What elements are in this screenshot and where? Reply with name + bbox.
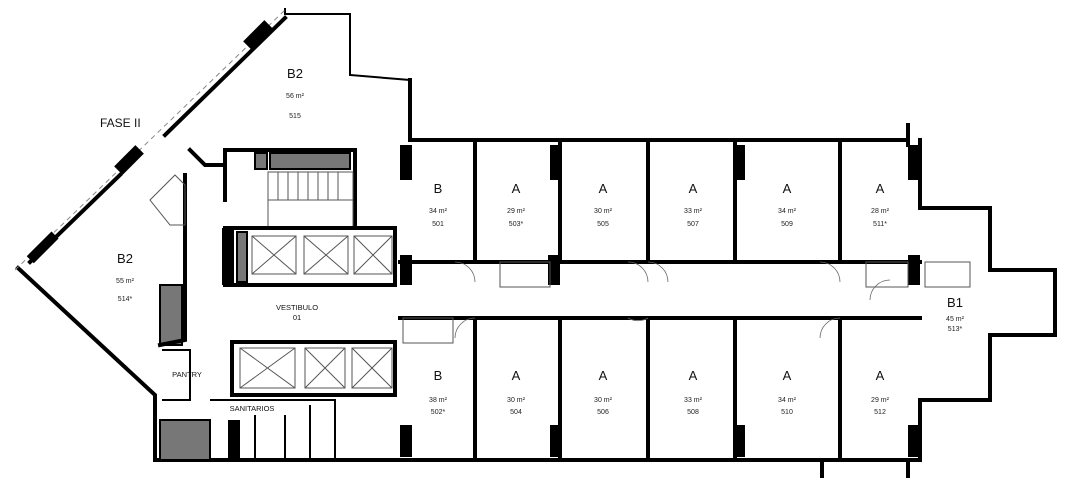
- interior-walls: [398, 138, 971, 462]
- unit-area: 34 m²: [778, 397, 797, 404]
- unit-type: A: [876, 181, 885, 196]
- unit-type: B2: [287, 66, 303, 81]
- unit-units_bottom-0: B 38 m² 502*: [429, 368, 448, 416]
- unit-type: A: [783, 181, 792, 196]
- unit-area: 45 m²: [946, 316, 965, 323]
- unit-units_bottom-1: A 30 m² 504: [507, 368, 526, 416]
- restrooms-label: SANITARIOS: [230, 404, 275, 413]
- unit-number: 515: [289, 113, 301, 120]
- unit-area: 30 m²: [594, 397, 613, 404]
- unit-area: 29 m²: [507, 208, 526, 215]
- unit-units_top-2: A 30 m² 505: [594, 181, 613, 228]
- unit-area: 33 m²: [684, 208, 703, 215]
- unit-number: 510: [781, 409, 793, 416]
- unit-area: 33 m²: [684, 397, 703, 404]
- unit-number: 504: [510, 409, 522, 416]
- unit-area: 30 m²: [594, 208, 613, 215]
- unit-number: 513*: [948, 326, 963, 333]
- unit-units_top-5: A 28 m² 511*: [871, 181, 890, 228]
- unit-units_top-1: A 29 m² 503*: [507, 181, 526, 228]
- unit-area: 30 m²: [507, 397, 526, 404]
- unit-number: 509: [781, 221, 793, 228]
- exterior-walls: [14, 8, 1057, 478]
- unit-units_top-0: B 34 m² 501: [429, 181, 448, 228]
- unit-units_other-0: B2 56 m² 515: [286, 66, 305, 120]
- unit-area: 55 m²: [116, 278, 135, 285]
- unit-area: 56 m²: [286, 93, 305, 100]
- unit-type: A: [599, 181, 608, 196]
- unit-units_top-3: A 33 m² 507: [684, 181, 703, 228]
- unit-area: 38 m²: [429, 397, 448, 404]
- unit-type: A: [512, 368, 521, 383]
- unit-units_top-4: A 34 m² 509: [778, 181, 797, 228]
- unit-number: 512: [874, 409, 886, 416]
- unit-number: 508: [687, 409, 699, 416]
- unit-type: B2: [117, 251, 133, 266]
- unit-number: 507: [687, 221, 699, 228]
- unit-area: 29 m²: [871, 397, 890, 404]
- unit-units_bottom-3: A 33 m² 508: [684, 368, 703, 416]
- unit-units_bottom-4: A 34 m² 510: [778, 368, 797, 416]
- unit-type: B: [434, 181, 443, 196]
- unit-number: 503*: [509, 221, 524, 228]
- vestibule-name: VESTIBULO: [276, 303, 318, 312]
- elevators-upper: [251, 235, 393, 275]
- unit-area: 34 m²: [778, 208, 797, 215]
- unit-number: 505: [597, 221, 609, 228]
- unit-units_other-2: B1 45 m² 513*: [946, 295, 965, 333]
- unit-number: 501: [432, 221, 444, 228]
- unit-area: 34 m²: [429, 208, 448, 215]
- phase-label: FASE II: [100, 116, 141, 130]
- building-core: [149, 147, 397, 461]
- unit-units_bottom-5: A 29 m² 512: [871, 368, 890, 416]
- unit-number: 514*: [118, 296, 133, 303]
- unit-type: B: [434, 368, 443, 383]
- unit-type: B1: [947, 295, 963, 310]
- unit-type: A: [599, 368, 608, 383]
- unit-type: A: [876, 368, 885, 383]
- stairs: [267, 171, 354, 228]
- unit-type: A: [783, 368, 792, 383]
- unit-number: 506: [597, 409, 609, 416]
- unit-units_bottom-2: A 30 m² 506: [594, 368, 613, 416]
- labels: FASE II VESTIBULO 01 PANTRY SANITARIOS: [100, 116, 318, 413]
- unit-number: 502*: [431, 409, 446, 416]
- vestibule-number: 01: [293, 313, 301, 322]
- unit-type: A: [512, 181, 521, 196]
- unit-type: A: [689, 181, 698, 196]
- unit-number: 511*: [873, 221, 887, 228]
- unit-units_other-1: B2 55 m² 514*: [116, 251, 135, 303]
- pantry-label: PANTRY: [172, 370, 202, 379]
- elevators-lower: [239, 347, 393, 389]
- unit-type: A: [689, 368, 698, 383]
- unit-area: 28 m²: [871, 208, 890, 215]
